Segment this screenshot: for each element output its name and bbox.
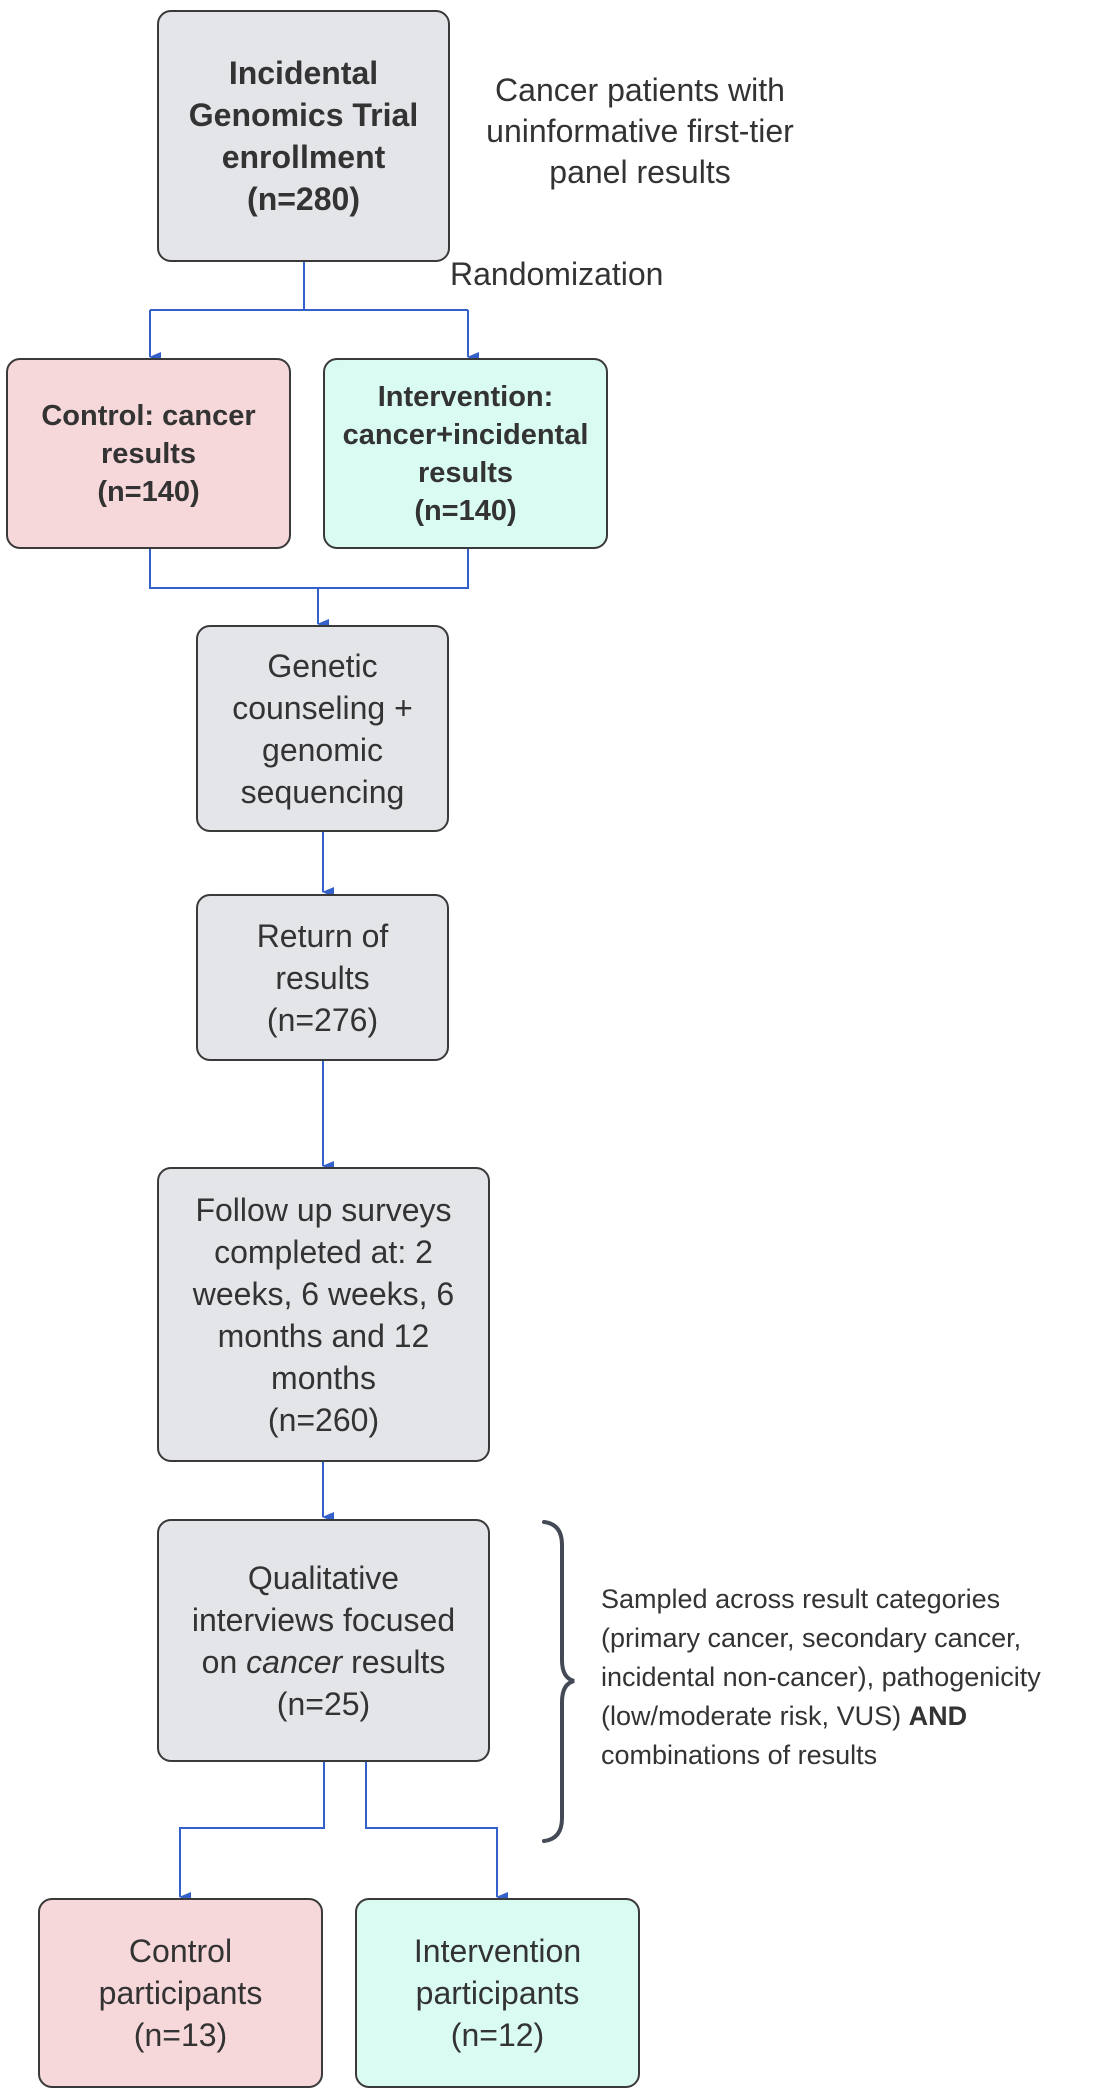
- intervention-participants-line-2: participants: [415, 1975, 580, 2011]
- interviews-line-3-suffix: results: [342, 1643, 446, 1680]
- return-results-line-2: results: [275, 959, 370, 996]
- enrollment-line-1: Incidental: [228, 55, 379, 91]
- intervention-participants-box: Intervention participants (n=12): [355, 1898, 640, 2088]
- sampling-note-line-4-text: (low/moderate risk, VUS): [601, 1701, 909, 1731]
- sampling-note-and: AND: [908, 1701, 968, 1731]
- counseling-line-4: sequencing: [240, 773, 405, 810]
- control-arm-line-2: results: [100, 437, 197, 470]
- interviews-line-1: Qualitative: [247, 1559, 400, 1596]
- interviews-line-3-prefix: on: [201, 1643, 247, 1680]
- surveys-line-1: Follow up surveys: [195, 1191, 452, 1228]
- surveys-box: Follow up surveys completed at: 2 weeks,…: [157, 1167, 490, 1462]
- surveys-line-3: weeks, 6 weeks, 6: [192, 1275, 455, 1312]
- surveys-line-4: months and 12: [217, 1317, 430, 1354]
- counseling-line-3: genomic: [262, 731, 383, 768]
- counseling-line-2: counseling +: [232, 689, 413, 726]
- intervention-arm-line-1: Intervention:: [377, 380, 554, 413]
- control-participants-count: (n=13): [133, 2017, 228, 2053]
- intervention-participants-line-1: Intervention: [413, 1933, 582, 1969]
- intervention-arm-line-3: results: [417, 456, 514, 489]
- sampling-brace: [542, 1520, 575, 1843]
- intervention-arm-box: Intervention: cancer+incidental results …: [323, 358, 608, 549]
- control-arm-box: Control: cancer results (n=140): [6, 358, 291, 549]
- interviews-box: Qualitative interviews focused on cancer…: [157, 1519, 490, 1762]
- control-participants-line-2: participants: [98, 1975, 263, 2011]
- enrollment-note-line-2: uninformative first-tier: [486, 113, 794, 149]
- sampling-note-line-3: incidental non-cancer), pathogenicity: [601, 1662, 1041, 1692]
- sampling-note: Sampled across result categories (primar…: [601, 1580, 1111, 1775]
- sampling-note-line-4: (low/moderate risk, VUS) AND: [601, 1697, 1111, 1736]
- interviews-line-3-emphasis: cancer: [246, 1643, 343, 1680]
- enrollment-line-2: Genomics Trial: [188, 97, 419, 133]
- enrollment-box: Incidental Genomics Trial enrollment (n=…: [157, 10, 450, 262]
- sampling-note-line-5: combinations of results: [601, 1740, 878, 1770]
- control-participants-line-1: Control: [128, 1933, 233, 1969]
- randomization-label: Randomization: [450, 256, 664, 292]
- enrollment-note-line-1: Cancer patients with: [495, 72, 785, 108]
- merge-connector: [149, 549, 469, 622]
- interviews-line-3: on cancer results: [202, 1641, 446, 1683]
- surveys-count: (n=260): [267, 1401, 380, 1438]
- surveys-line-5: months: [271, 1359, 376, 1396]
- intervention-arm-line-2: cancer+incidental: [342, 418, 589, 451]
- counseling-box: Genetic counseling + genomic sequencing: [196, 625, 449, 832]
- counseling-line-1: Genetic: [267, 647, 378, 684]
- enrollment-count: (n=280): [247, 181, 360, 217]
- control-participants-box: Control participants (n=13): [38, 1898, 323, 2088]
- return-results-line-1: Return of: [256, 917, 389, 954]
- surveys-line-2: completed at: 2: [214, 1233, 433, 1270]
- interviews-line-2: interviews focused: [191, 1601, 456, 1638]
- enrollment-note: Cancer patients with uninformative first…: [460, 70, 820, 193]
- enrollment-line-3: enrollment: [221, 139, 386, 175]
- interview-split-connector: [179, 1762, 498, 1896]
- return-results-count: (n=276): [266, 1001, 379, 1038]
- return-results-box: Return of results (n=276): [196, 894, 449, 1061]
- enrollment-note-line-3: panel results: [549, 154, 731, 190]
- sampling-note-line-1: Sampled across result categories: [601, 1584, 1001, 1614]
- interviews-count: (n=25): [276, 1685, 371, 1722]
- control-arm-line-1: Control: cancer: [41, 399, 256, 432]
- sampling-note-line-2: (primary cancer, secondary cancer,: [601, 1623, 1022, 1653]
- intervention-arm-count: (n=140): [414, 494, 517, 527]
- intervention-participants-count: (n=12): [450, 2017, 545, 2053]
- randomization-split-connector: [149, 262, 469, 355]
- control-arm-count: (n=140): [97, 475, 200, 508]
